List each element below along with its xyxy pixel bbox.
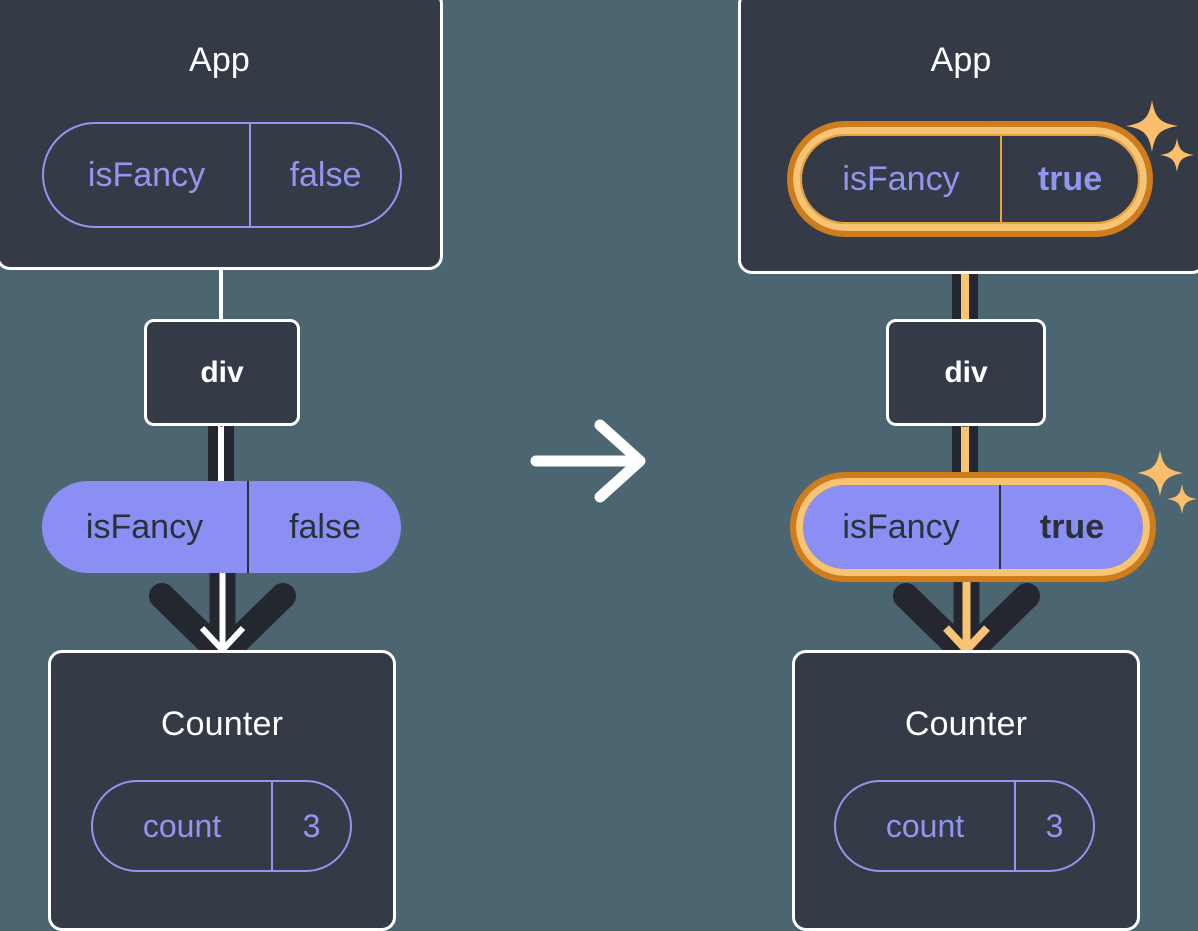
counter-state-pill-value-before: 3: [271, 782, 350, 870]
counter-state-pill-value-after: 3: [1014, 782, 1093, 870]
prop-pill-value-after: true: [999, 485, 1143, 569]
counter-state-pill-before: count 3: [91, 780, 352, 872]
dom-node-div-before: div: [144, 319, 300, 426]
counter-card-title-before: Counter: [160, 705, 284, 743]
sparkle-icon-app-after: [1122, 96, 1198, 188]
transition-arrow-icon: [530, 415, 650, 507]
dom-node-div-label-before: div: [200, 355, 244, 389]
connector-div-to-prop-core-after: [961, 423, 969, 491]
app-state-pill-value-after: true: [1000, 136, 1138, 222]
app-card-title-before: App: [188, 41, 251, 79]
connector-div-to-prop-core-before: [218, 423, 224, 491]
counter-state-pill-key-after: count: [885, 807, 965, 844]
app-state-pill-value-before: false: [249, 124, 400, 226]
sparkle-icon-prop-after: [1134, 446, 1198, 526]
prop-pill-after: isFancy true: [803, 485, 1143, 569]
app-card-title-after: App: [930, 41, 992, 79]
prop-pill-value-before: false: [247, 481, 401, 573]
prop-pill-before: isFancy false: [42, 481, 401, 573]
connector-app-to-div-before: [219, 220, 223, 322]
app-state-pill-key-after: isFancy: [842, 159, 960, 198]
app-state-pill-key-before: isFancy: [87, 155, 206, 194]
app-state-pill-after: isFancy true: [800, 134, 1140, 224]
app-state-pill-before: isFancy false: [42, 122, 402, 228]
counter-state-pill-key-before: count: [142, 807, 222, 844]
dom-node-div-after: div: [886, 319, 1046, 426]
counter-state-pill-after: count 3: [834, 780, 1095, 872]
counter-card-title-after: Counter: [904, 705, 1028, 743]
prop-pill-key-after: isFancy: [842, 507, 960, 546]
prop-pill-key-before: isFancy: [85, 507, 204, 546]
dom-node-div-label-after: div: [944, 355, 988, 389]
